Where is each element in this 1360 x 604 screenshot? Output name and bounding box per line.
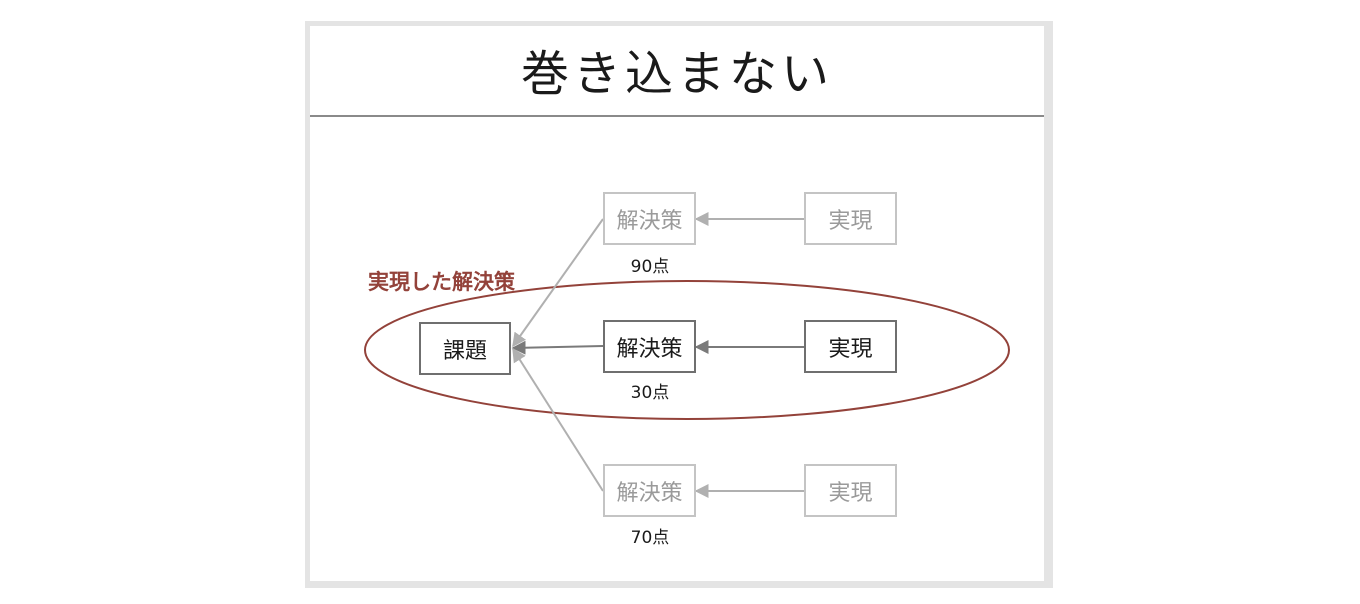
score-bottom: 70点 [630, 528, 670, 548]
solution-label-top: 解決策 [616, 208, 683, 234]
realization-box-middle: 実現 [804, 320, 897, 373]
score-top: 90点 [630, 257, 670, 277]
slide-title: 巻き込まない [520, 46, 833, 102]
solution-label-middle: 解決策 [616, 336, 683, 362]
realization-box-bottom: 実現 [804, 464, 897, 517]
arrow-solution-bottom-to-problem [512, 347, 604, 492]
solution-label-bottom: 解決策 [616, 480, 683, 506]
solution-box-top: 解決策 [603, 192, 696, 245]
solution-box-bottom: 解決策 [603, 464, 696, 517]
solution-box-middle: 解決策 [603, 320, 696, 373]
slide: 巻き込まない 実現した解決策 課題 解決策 実現 90点 解決策 実現 [310, 26, 1044, 581]
title-divider [310, 115, 1044, 117]
problem-box: 課題 [419, 322, 511, 375]
realization-label-middle: 実現 [828, 336, 873, 362]
problem-label: 課題 [442, 338, 487, 364]
highlight-label: 実現した解決策 [368, 270, 515, 294]
connector-layer [364, 212, 1010, 498]
highlight-ellipse [364, 280, 1010, 420]
arrow-solution-middle-to-problem [511, 340, 604, 355]
realization-label-bottom: 実現 [828, 480, 873, 506]
score-middle: 30点 [630, 383, 670, 403]
arrow-solution-top-to-problem [512, 218, 604, 348]
realization-box-top: 実現 [804, 192, 897, 245]
realization-label-top: 実現 [828, 208, 873, 234]
